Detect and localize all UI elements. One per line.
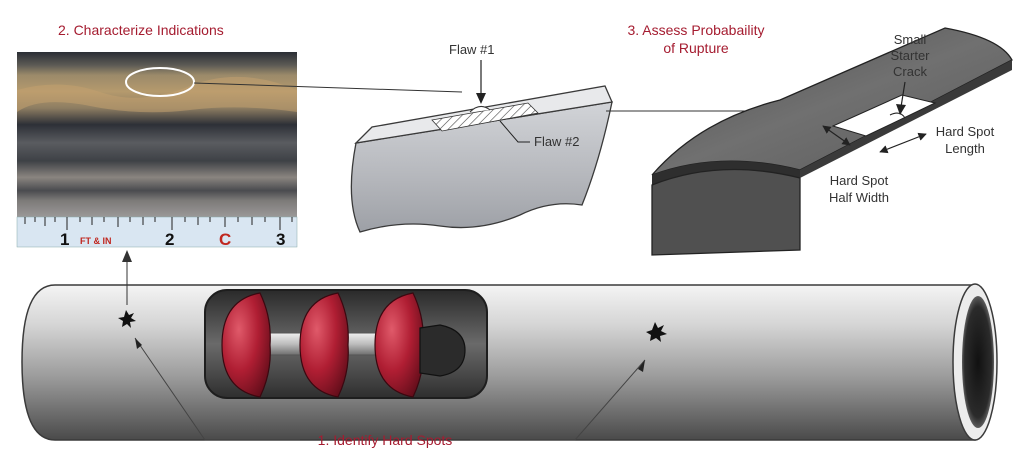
flaw1-notch: [469, 106, 491, 113]
length-dimension-arrow: [879, 132, 927, 154]
pipe-bore: [962, 296, 994, 428]
section-front-wall: [651, 168, 801, 256]
step1-arrowhead-right: [638, 360, 645, 372]
ruler-ticks: [24, 217, 293, 230]
flaw1-label: Flaw #1: [449, 42, 495, 57]
section-side-edge: [800, 60, 1012, 178]
fracture-surface: [17, 52, 297, 217]
pipe-body: [21, 284, 976, 441]
indication-highlight-oval: [125, 67, 195, 97]
hard-spot-mark-left: [118, 310, 136, 328]
flaw2-label: Flaw #2: [534, 134, 580, 149]
ruler-label-1: 1: [60, 230, 69, 249]
tool-nose: [419, 324, 466, 377]
inline-inspection-tool: [221, 292, 466, 398]
step1-label: 1. Identify Hard Spots: [318, 432, 453, 448]
leader-photo-to-flaw: [193, 82, 463, 93]
ruler-label-c: C: [219, 230, 231, 249]
flaw-plate: [350, 85, 613, 233]
curved-pipe-section: [651, 27, 1013, 256]
ruler-unit-label: FT & IN: [80, 236, 112, 246]
half-width-label-line1: Hard Spot: [830, 173, 889, 188]
ruler-label-2: 2: [165, 230, 174, 249]
arrowhead-up: [122, 250, 132, 262]
section-end-face: [652, 161, 800, 185]
fracture-photo: 1 FT & IN 2 C 3: [16, 52, 298, 249]
step2-label: 2. Characterize Indications: [58, 22, 224, 38]
flaw1-arrowhead: [476, 93, 486, 104]
step3-label-line2: of Rupture: [663, 40, 729, 56]
ruler: [16, 216, 298, 248]
plate-front-face: [350, 101, 613, 233]
starter-crack: [889, 112, 906, 119]
hard-spot-patch: [831, 94, 937, 137]
pipe: [21, 283, 998, 441]
half-width-dimension-arrow: [822, 125, 851, 146]
crack-arrowhead: [896, 104, 906, 115]
tool-cup-1: [221, 292, 271, 398]
tool-cup-2: [299, 292, 349, 398]
ruler-label-3: 3: [276, 230, 285, 249]
fracture-texture: [17, 76, 297, 113]
crack-label-line2: Starter: [890, 48, 930, 63]
flaw2-leader: [499, 120, 530, 143]
step3-label-line1: 3. Assess Probabaility: [628, 22, 765, 38]
crack-label-line3: Crack: [893, 64, 927, 79]
length-label-line1: Hard Spot: [936, 124, 995, 139]
step1-leaders: [134, 337, 646, 441]
step1-arrowhead-left: [135, 338, 142, 349]
half-width-label-line2: Half Width: [829, 190, 889, 205]
hard-spot-mark-right: [646, 322, 667, 342]
crack-arrow-line: [900, 81, 906, 108]
flaw-hatched-region: [431, 102, 539, 132]
crack-label-line1: Small: [894, 32, 927, 47]
length-label-line2: Length: [945, 141, 985, 156]
